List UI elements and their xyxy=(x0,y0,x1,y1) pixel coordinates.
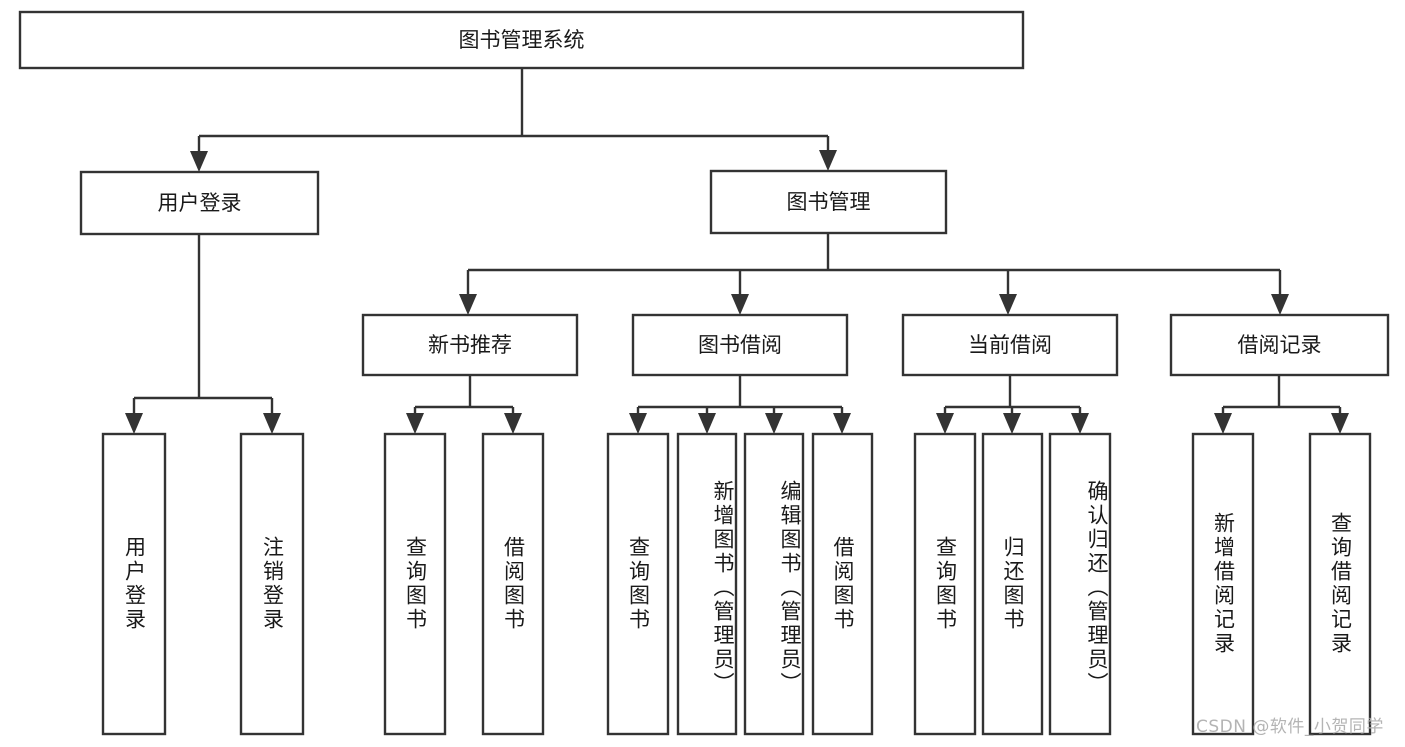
level3-node-box[interactable] xyxy=(1169,313,1390,377)
root-node-root[interactable]: 图书管理系统 xyxy=(18,10,1025,70)
arrow-down-icon-leaf-2-2 xyxy=(765,413,783,434)
leaf-node-leaf-borrow-book-1[interactable] xyxy=(481,432,545,736)
level3-node-box[interactable] xyxy=(631,313,849,377)
arrow-down-icon-leaf-0-1 xyxy=(263,413,281,434)
leaf-node-leaf-add-book[interactable] xyxy=(676,432,738,736)
arrow-down-icon-leaf-3-2 xyxy=(1071,413,1089,434)
level3-node-label: 新书推荐 xyxy=(428,333,512,357)
arrow-down-icon-leaf-0-0 xyxy=(125,413,143,434)
arrow-down-icon-leaf-1-0 xyxy=(406,413,424,434)
connectors-layer xyxy=(125,68,1349,434)
leaf-node-leaf-edit-book[interactable] xyxy=(743,432,805,736)
leaf-node-leaf-return-book[interactable] xyxy=(981,432,1044,736)
level3-node-book-borrow[interactable]: 图书借阅 xyxy=(631,313,849,377)
arrow-down-icon-leaf-4-0 xyxy=(1214,413,1232,434)
level3-node-current-borrow[interactable]: 当前借阅 xyxy=(901,313,1119,377)
arrow-down-icon-l2-0 xyxy=(459,294,477,315)
arrow-down-icon-leaf-2-0 xyxy=(629,413,647,434)
level2-node-box[interactable] xyxy=(709,169,948,235)
level3-node-box[interactable] xyxy=(901,313,1119,377)
arrow-down-icon-leaf-2-3 xyxy=(833,413,851,434)
leaf-node-leaf-user-login[interactable] xyxy=(101,432,167,736)
leaf-node-leaf-query-book-3[interactable] xyxy=(913,432,977,736)
arrow-down-icon-l2-1 xyxy=(731,294,749,315)
leaf-node-leaf-confirm-return[interactable] xyxy=(1048,432,1112,736)
arrow-down-icon-leaf-3-0 xyxy=(936,413,954,434)
level2-node-label: 用户登录 xyxy=(158,191,242,215)
arrow-down-icon-leaf-3-1 xyxy=(1003,413,1021,434)
arrow-down-icon-leaf-2-1 xyxy=(698,413,716,434)
level2-node-box[interactable] xyxy=(79,170,320,236)
level2-node-label: 图书管理 xyxy=(787,190,871,214)
leaf-node-leaf-borrow-book-2[interactable] xyxy=(811,432,874,736)
level3-node-new-book-recommend[interactable]: 新书推荐 xyxy=(361,313,579,377)
arrow-down-icon-root-1 xyxy=(819,150,837,171)
leaf-node-leaf-query-book-1[interactable] xyxy=(383,432,447,736)
level3-node-box[interactable] xyxy=(361,313,579,377)
level2-node-book-manage[interactable]: 图书管理 xyxy=(709,169,948,235)
leaf-node-leaf-add-record[interactable] xyxy=(1191,432,1255,736)
root-node-box[interactable] xyxy=(18,10,1025,70)
level3-node-borrow-record[interactable]: 借阅记录 xyxy=(1169,313,1390,377)
leaf-node-leaf-query-record[interactable] xyxy=(1308,432,1372,736)
level3-node-label: 当前借阅 xyxy=(968,333,1052,357)
arrow-down-icon-l2-2 xyxy=(999,294,1017,315)
level2-node-user-login[interactable]: 用户登录 xyxy=(79,170,320,236)
arrow-down-icon-l2-3 xyxy=(1271,294,1289,315)
arrow-down-icon-leaf-1-1 xyxy=(504,413,522,434)
level3-node-label: 图书借阅 xyxy=(698,333,782,357)
arrow-down-icon-leaf-4-1 xyxy=(1331,413,1349,434)
root-node-label: 图书管理系统 xyxy=(459,28,585,52)
leaf-node-leaf-query-book-2[interactable] xyxy=(606,432,670,736)
leaf-node-leaf-user-logout[interactable] xyxy=(239,432,305,736)
level3-node-label: 借阅记录 xyxy=(1238,333,1322,357)
arrow-down-icon-root-0 xyxy=(190,151,208,172)
watermark-csdn: CSDN @软件_小贺同学 xyxy=(1196,717,1384,737)
